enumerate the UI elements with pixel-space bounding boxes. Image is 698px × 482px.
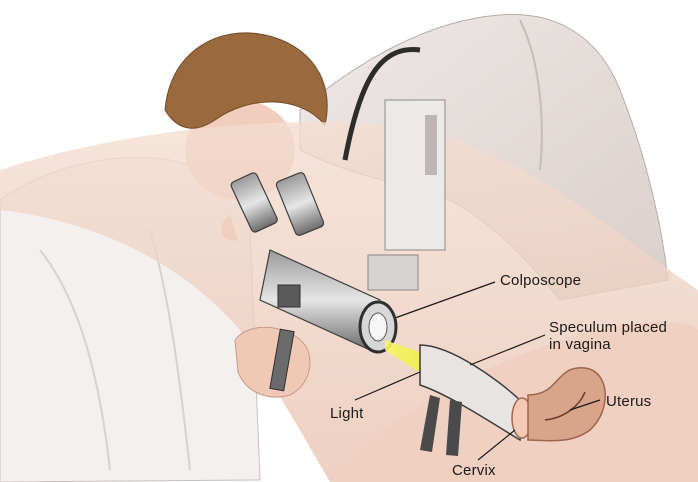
label-light: Light — [330, 405, 364, 422]
label-colposcope: Colposcope — [500, 272, 581, 289]
label-cervix: Cervix — [452, 462, 496, 479]
label-speculum-line1: Speculum placed — [549, 319, 698, 336]
stand-base — [368, 255, 418, 290]
label-speculum-line2: in vagina — [549, 336, 698, 353]
lens-glass — [369, 313, 387, 341]
label-uterus: Uterus — [606, 393, 651, 410]
focus-knob — [278, 285, 300, 307]
stand-slot — [425, 115, 437, 175]
label-speculum: Speculum placed in vagina — [549, 319, 698, 353]
